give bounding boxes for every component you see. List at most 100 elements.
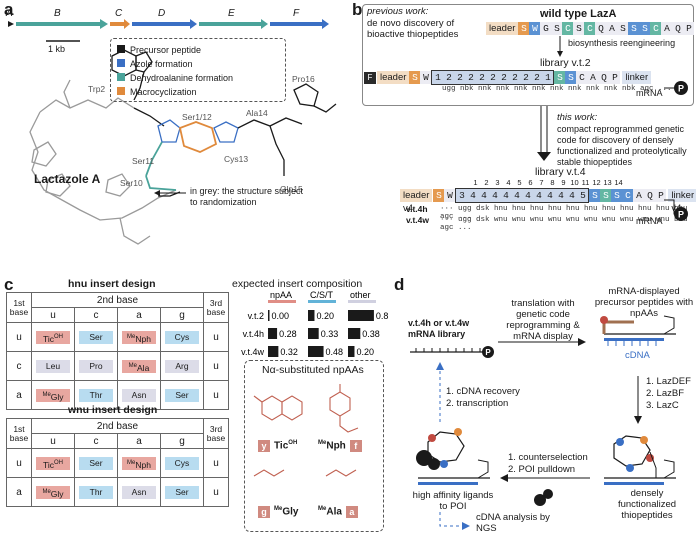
v2-random-position: 2	[454, 71, 466, 84]
npaa-structures	[253, 384, 359, 477]
composition-chart: npAAC/S/Totherv.t.20.000.200.80v.t.4h0.2…	[241, 290, 388, 357]
position-number: 10	[570, 178, 579, 187]
row-base: u	[6, 322, 32, 352]
v4-random-position: 4	[478, 189, 490, 202]
composition-header-swatch	[348, 300, 376, 303]
composition-value: 0.32	[280, 347, 298, 357]
library-v4-title: library v.t.4	[535, 166, 586, 178]
codon-cell: MeGly	[31, 477, 75, 507]
reengineering-label: biosynthesis reengineering	[568, 38, 676, 48]
wt-residue: C	[562, 22, 574, 35]
v4-random-position: 4	[544, 189, 556, 202]
third-base-value: u	[213, 389, 219, 401]
v2-codons: ugg nbk nnk nnk nnk nnk nnk nnk nnk nnk …	[442, 85, 672, 93]
row-third-base: u	[203, 351, 229, 381]
amino-acid: MeAla	[122, 359, 156, 373]
v4w-codons: ··· ugg dsk wnu wnu wnu wnu wnu wnu wnu …	[440, 216, 688, 232]
third-base-value: u	[213, 486, 219, 498]
aa-suffix: OH	[54, 333, 63, 340]
column-base: g	[160, 433, 204, 449]
amino-acid: Ser	[165, 485, 199, 499]
v2-random-position: 2	[443, 71, 455, 84]
step-item: 2. LazBF	[646, 388, 685, 399]
column-base-label: a	[136, 309, 142, 321]
position-number: 12	[592, 178, 601, 187]
f-block: F	[364, 71, 376, 84]
codon-cell: Leu	[31, 351, 75, 381]
aa-prefix: Me	[42, 488, 51, 495]
wt-residue: S	[628, 22, 640, 35]
composition-bar	[308, 328, 319, 339]
row-base: c	[6, 351, 32, 381]
v4h-codons: ··· ugg dsk hnu hnu hnu hnu hnu hnu hnu …	[440, 205, 688, 221]
first-base-header: 1st base	[6, 418, 32, 449]
v4-residue: A	[633, 189, 645, 202]
column-base: c	[74, 307, 118, 323]
step-item: 1. cDNA recovery	[446, 386, 520, 397]
amino-acid: MeNph	[122, 330, 156, 344]
column-base-label: u	[50, 435, 56, 447]
aa-prefix: Me	[127, 333, 136, 340]
composition-value: 0.33	[321, 329, 339, 339]
composition-bar	[268, 310, 270, 321]
amino-acid: Ser	[79, 456, 113, 470]
aa-name: Thr	[89, 486, 103, 497]
v4-leader: leader v4	[400, 189, 433, 214]
codon-cell: Asn	[117, 477, 161, 507]
residue-label-ser1-12: Ser1/12	[182, 112, 212, 122]
wt-residue: C	[650, 22, 662, 35]
composition-header: npAA	[270, 290, 292, 300]
wt-residue: S	[551, 22, 563, 35]
aa-prefix: Me	[42, 391, 51, 398]
aa-name: Asn	[131, 486, 147, 497]
position-number: 6	[528, 178, 533, 187]
npaa-base-name: Tic	[274, 440, 289, 452]
aa-suffix: OH	[54, 459, 63, 466]
legend-label: Precursor peptide	[130, 45, 202, 55]
composition-value: 0.20	[316, 311, 334, 321]
second-base-header: 2nd base	[31, 418, 204, 434]
panel-d-diagram: P	[410, 315, 676, 530]
reengineering-arrow	[557, 36, 563, 57]
v2-residue: P	[609, 71, 621, 84]
position-number: 3	[495, 178, 500, 187]
column-base-label: c	[93, 435, 99, 447]
aa-name: Gly	[50, 391, 64, 402]
composition-header: C/S/T	[310, 290, 334, 300]
row-third-base: u	[203, 322, 229, 352]
panel-label-c: c	[4, 275, 14, 294]
v4-residue: S	[611, 189, 623, 202]
compound-name: Lactazole A	[34, 172, 101, 186]
row-base: a	[6, 380, 32, 410]
composition-bar	[308, 346, 324, 357]
wt-residue: Q	[672, 22, 684, 35]
column-base-label: g	[179, 309, 185, 321]
v2-random-position: 2	[509, 71, 521, 84]
codon-cell: MeNph	[117, 322, 161, 352]
first-base-header: 1st base	[6, 292, 32, 323]
panel-label-b: b	[352, 0, 363, 19]
amino-acid: MeGly	[36, 388, 70, 402]
npaa-name: MeGly	[274, 506, 298, 517]
third-base-value: u	[213, 457, 219, 469]
v2-random-position: 2	[476, 71, 488, 84]
gene-label-e: E	[228, 8, 235, 19]
svg-text:P: P	[485, 348, 491, 357]
v4-residue: Q	[644, 189, 656, 202]
gene-e-bar	[199, 22, 261, 26]
v2-residue: A	[587, 71, 599, 84]
npaa-code-badge: g	[258, 506, 270, 518]
v4-random-position: 4	[489, 189, 501, 202]
composition-row-label: v.t.4w	[241, 347, 264, 357]
ngs-label: cDNA analysis by NGS	[476, 512, 550, 534]
codon-cell: Ser	[74, 322, 118, 352]
